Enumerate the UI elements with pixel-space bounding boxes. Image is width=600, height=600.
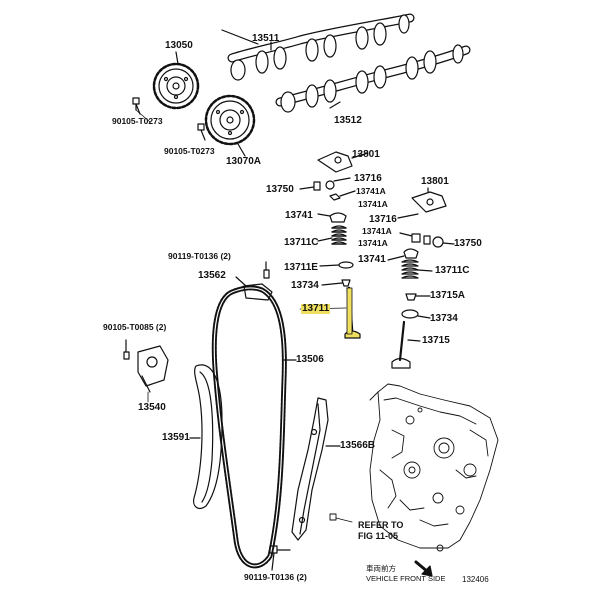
part-label-13716-b: 13716 [369,214,397,225]
part-label-13562: 13562 [198,270,226,281]
part-label-13050: 13050 [165,40,193,51]
part-label-13741A-a: 13741A [356,186,386,196]
part-label-90105-T0085: 90105-T0085 (2) [103,322,167,332]
refer-note-line2: FIG 11-05 [358,531,399,541]
part-label-13511: 13511 [252,33,280,44]
timing-chain-13506 [211,285,297,569]
tensioner-13540 [123,339,169,393]
part-label-13566B: 13566B [340,440,376,451]
figure-number: 132406 [462,575,489,584]
part-label-13591: 13591 [162,432,190,443]
part-label-13750-b: 13750 [454,238,482,249]
part-label-90105-T0273-a: 90105-T0273 [112,116,163,126]
part-label-13512: 13512 [334,115,362,126]
part-label-13750-a: 13750 [266,184,294,195]
cam-sprocket-13070A [204,94,256,157]
part-label-13715: 13715 [422,335,450,346]
engine-block [329,383,499,552]
part-label-13741-a: 13741 [285,210,313,221]
cam-sprocket-13050 [152,51,200,110]
part-label-13711E: 13711E [284,262,318,273]
valve-13711 [344,286,361,339]
part-label-13741A-c: 13741A [362,226,392,236]
part-label-90119-T0136-b: 90119-T0136 (2) [244,572,307,582]
part-label-13741A-d: 13741A [358,238,388,248]
part-label-13506: 13506 [296,354,324,365]
bolt-90119-T0136-lower [269,545,291,571]
refer-note-line1: REFER TO [358,520,404,530]
part-label-13711C-b: 13711C [435,265,470,276]
chain-guide-13562 [235,261,273,301]
part-label-13716-a: 13716 [354,173,382,184]
part-label-90105-T0273-b: 90105-T0273 [164,146,215,156]
chain-damper-13566B [291,397,341,541]
vehicle-front-arrow [414,560,433,577]
part-label-13711C-a: 13711C [284,237,319,248]
part-label-90119-T0136-a: 90119-T0136 (2) [168,251,231,261]
part-label-13801-a: 13801 [352,149,380,160]
part-label-13715A: 13715A [430,290,466,301]
camshaft-13512 [275,44,471,113]
camshaft-13511 [221,13,415,81]
part-label-13070A: 13070A [226,156,262,167]
bolts-90105-T0273 [132,97,206,141]
part-label-13801-b: 13801 [421,176,449,187]
part-label-13741-b: 13741 [358,254,386,265]
part-label-13741A-b: 13741A [358,199,388,209]
valvetrain-right [387,187,455,369]
part-label-13734-b: 13734 [430,313,458,324]
valvetrain-upper [299,151,369,287]
chain-slipper-13591 [189,364,223,510]
part-label-13734-a: 13734 [291,280,319,291]
front-label-en: VEHICLE FRONT SIDE [366,574,446,583]
part-label-13711: 13711 [301,303,331,314]
front-label-cjk: 車両前方 [366,564,396,573]
part-label-13540: 13540 [138,402,166,413]
